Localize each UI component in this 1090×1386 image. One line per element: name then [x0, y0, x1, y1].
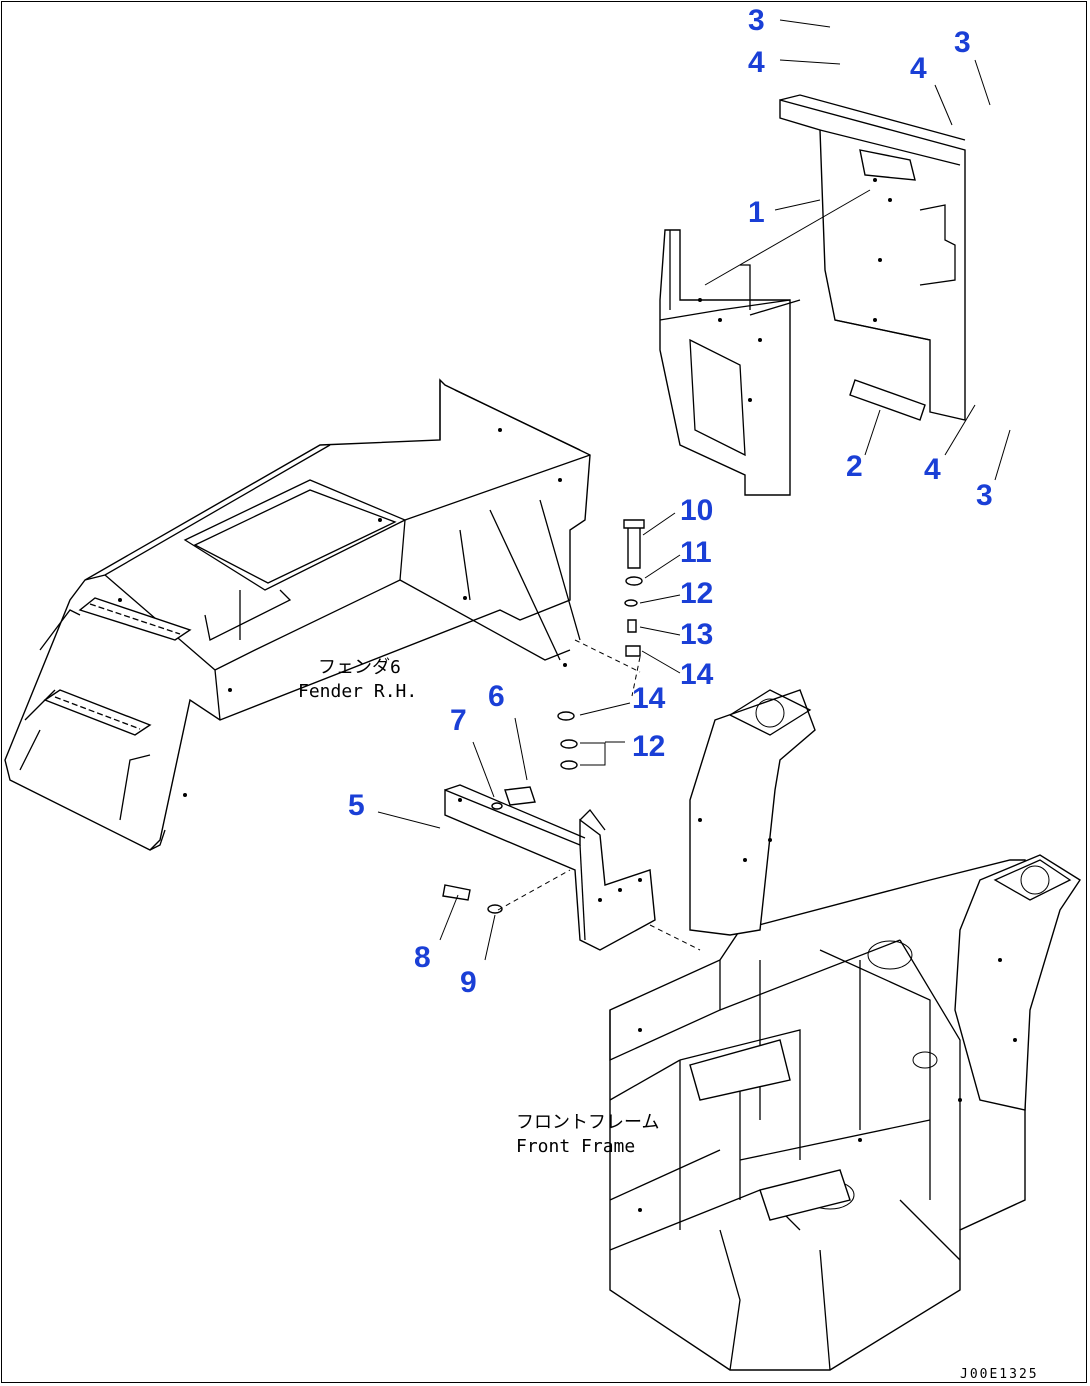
reference-labels: フェンダ6 Fender R.H. フロントフレーム Front Frame — [298, 657, 659, 1157]
bolt-stack-drawing — [557, 519, 645, 770]
callout-4-lower-right: 4 — [924, 453, 941, 486]
callout-9: 9 — [460, 966, 477, 999]
callout-13: 13 — [680, 618, 713, 651]
callout-14-lower: 14 — [632, 682, 666, 715]
front-frame-label-en: Front Frame — [516, 1136, 635, 1157]
callout-3-top: 3 — [748, 4, 765, 37]
mount-bracket-drawing — [442, 784, 656, 951]
fender-rh-drawing — [4, 378, 591, 851]
callout-4-top: 4 — [748, 46, 765, 79]
front-frame-label-jp: フロントフレーム — [516, 1112, 659, 1133]
callout-3-lower-right: 3 — [976, 479, 993, 512]
leader-lines — [377, 19, 1011, 961]
callout-7: 7 — [450, 704, 467, 737]
callout-6: 6 — [488, 680, 505, 713]
callout-12-upper: 12 — [680, 577, 713, 610]
callout-10: 10 — [680, 494, 713, 527]
front-frame-drawing — [609, 689, 1081, 1371]
callout-5: 5 — [348, 789, 365, 822]
fender-label-jp: フェンダ6 — [318, 657, 401, 678]
fender-label-en: Fender R.H. — [298, 681, 417, 702]
callout-11: 11 — [680, 536, 712, 569]
callout-8: 8 — [414, 941, 431, 974]
callout-12-lower: 12 — [632, 730, 665, 763]
callout-14-upper: 14 — [680, 658, 714, 691]
callout-3-upper-right: 3 — [954, 26, 971, 59]
callout-4-upper-right: 4 — [910, 52, 927, 85]
callout-1: 1 — [748, 196, 765, 229]
document-id: J00E1325 — [960, 1367, 1039, 1382]
callout-2: 2 — [846, 450, 863, 483]
upper-bracket-drawing — [659, 94, 966, 496]
callouts: 3 4 4 3 1 2 4 3 10 11 12 13 14 14 12 6 7… — [348, 4, 993, 999]
